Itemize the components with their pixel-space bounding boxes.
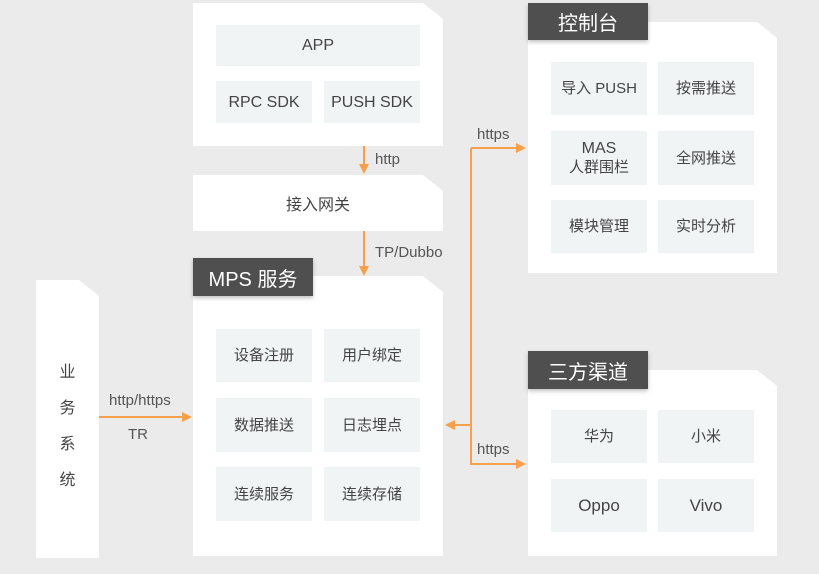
edge-label-http: http	[375, 151, 401, 168]
channel-item: 华为	[551, 410, 647, 463]
console-item-mas: MAS 人群围栏	[551, 131, 647, 185]
rpc-sdk-tile: RPC SDK	[216, 81, 312, 123]
push-sdk-tile: PUSH SDK	[324, 81, 420, 123]
edge-label-tr: TR	[128, 426, 148, 443]
channel-item: Oppo	[551, 479, 647, 532]
business-panel	[36, 280, 99, 558]
mps-item: 设备注册	[216, 329, 312, 382]
mps-item: 用户绑定	[324, 329, 420, 382]
mas-line2: 人群围栏	[568, 159, 629, 176]
console-title: 控制台	[528, 3, 648, 40]
arrowhead	[516, 143, 526, 153]
arrowhead	[359, 164, 369, 174]
channels-title: 三方渠道	[528, 351, 648, 389]
mps-item: 数据推送	[216, 398, 312, 452]
business-char: 统	[59, 472, 76, 489]
business-label: 业 务 系 统	[36, 358, 99, 490]
mps-item: 日志埋点	[324, 398, 420, 452]
business-char: 务	[59, 400, 76, 417]
business-char: 系	[59, 436, 76, 453]
arrowhead	[445, 420, 455, 430]
app-tile: APP	[216, 25, 420, 66]
mps-title: MPS 服务	[193, 258, 313, 296]
mas-line1: MAS	[581, 140, 617, 157]
arrowhead	[359, 266, 369, 276]
console-item: 模块管理	[551, 200, 647, 253]
arrowhead	[516, 459, 526, 469]
channel-item: Vivo	[658, 479, 754, 532]
console-item: 按需推送	[658, 62, 754, 115]
channel-item: 小米	[658, 410, 754, 463]
edge-label-https-console: https	[477, 126, 510, 143]
gateway-label: 接入网关	[285, 197, 350, 214]
arrowhead	[182, 412, 192, 422]
mps-item: 连续服务	[216, 467, 312, 521]
arrow-console-trunk	[470, 148, 516, 465]
edge-label-http-https: http/https	[109, 392, 171, 409]
console-item: 实时分析	[658, 200, 754, 253]
edge-label-tp-dubbo: TP/Dubbo	[375, 244, 443, 261]
console-item: 导入 PUSH	[551, 62, 647, 115]
edge-label-https-channels: https	[477, 441, 510, 458]
console-item: 全网推送	[658, 131, 754, 185]
business-char: 业	[59, 364, 76, 381]
gateway-panel	[193, 175, 443, 231]
mps-item: 连续存储	[324, 467, 420, 521]
